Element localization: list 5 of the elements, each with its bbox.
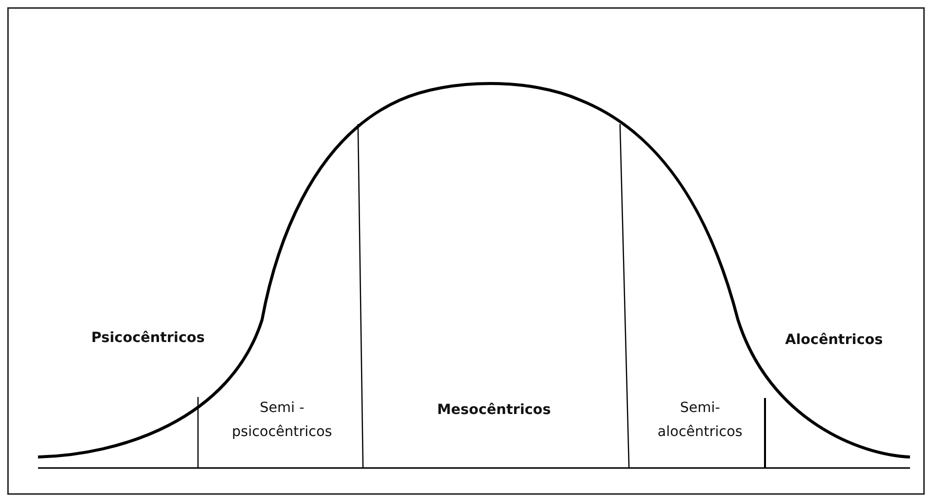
category-label: Psicocêntricos — [90, 329, 206, 348]
category-label: Semi - psicocêntricos — [230, 399, 334, 442]
category-label: Mesocêntricos — [436, 401, 552, 420]
category-label: Alocêntricos — [784, 331, 884, 350]
category-label: Semi- alocêntricos — [656, 399, 744, 442]
